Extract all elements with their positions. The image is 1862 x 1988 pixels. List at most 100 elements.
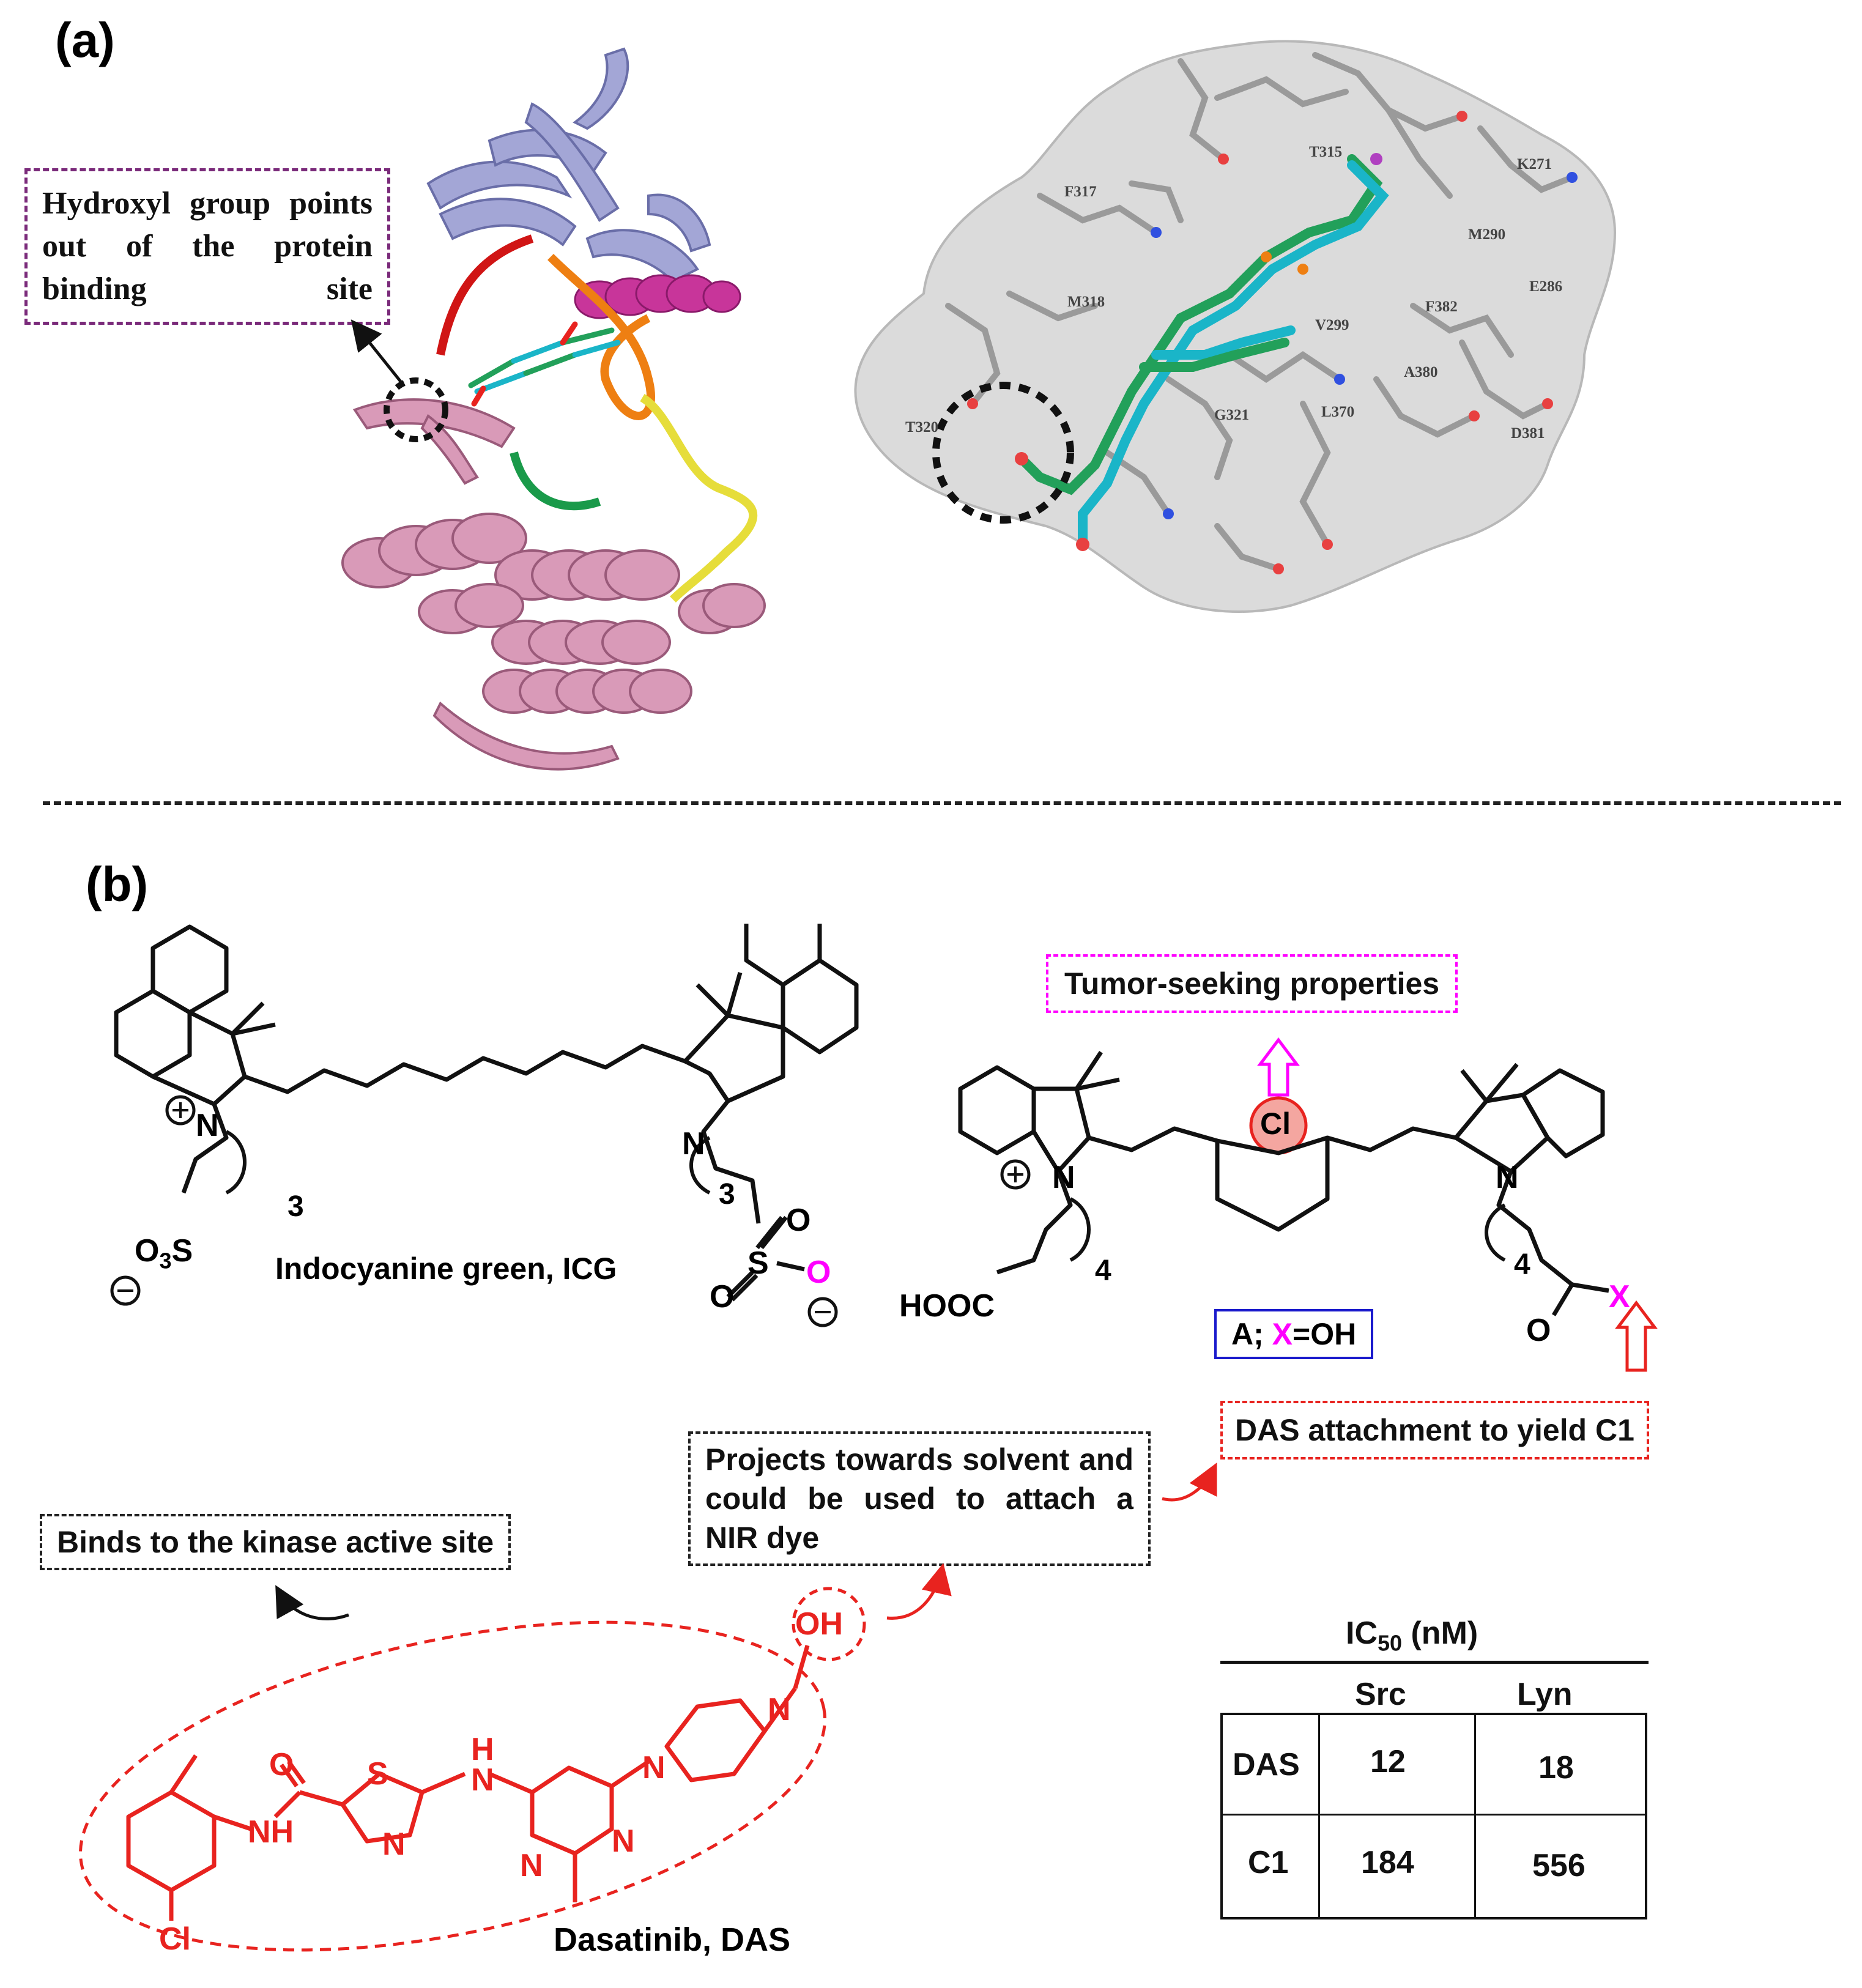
tumor-seeking-box: Tumor-seeking properties [1046, 954, 1458, 1013]
projects-solvent-label: Projects towards solvent and could be us… [705, 1442, 1133, 1555]
das-attachment-box: DAS attachment to yield C1 [1220, 1401, 1649, 1459]
icg-o-top: O [786, 1203, 811, 1238]
residue-label-d381: D381 [1511, 425, 1545, 442]
icg-chain-left: 3 [287, 1190, 304, 1223]
residue-label-v299: V299 [1315, 317, 1349, 333]
binds-kinase-box: Binds to the kinase active site [40, 1514, 511, 1570]
residue-label-l370: L370 [1321, 404, 1355, 420]
icg-o-minus: O [806, 1255, 831, 1290]
das-atom-n-pip2: N [768, 1692, 791, 1727]
ic50-title-rule [1220, 1661, 1649, 1664]
residue-label-t315: T315 [1309, 144, 1343, 160]
icg-chain-right: 3 [719, 1178, 735, 1211]
icg-name: Indocyanine green, ICG [275, 1252, 617, 1286]
panel-divider [43, 801, 1841, 805]
dye-a-x: X [1272, 1317, 1293, 1351]
icg-structure [110, 924, 859, 1327]
binds-kinase-label: Binds to the kinase active site [57, 1525, 494, 1559]
tumor-seeking-label: Tumor-seeking properties [1064, 966, 1440, 1001]
dasatinib-structure [78, 1587, 866, 1952]
ic50-row-c1-src: 184 [1361, 1845, 1414, 1880]
ic50-col-lyn: Lyn [1517, 1677, 1573, 1712]
callout-arrow [351, 319, 405, 387]
cyanine-dye-structure [958, 1037, 1658, 1372]
das-atom-n-pyr2: N [612, 1823, 635, 1859]
ligand-sticks [468, 321, 621, 407]
hinge-loop-red [436, 234, 534, 356]
residue-label-t320: T320 [905, 419, 939, 436]
binding-site-surface [854, 40, 1617, 613]
ic50-row-c1-lyn: 556 [1532, 1848, 1586, 1883]
icg-n-plus: N [196, 1108, 219, 1143]
hydroxyl-callout-text: Hydroxyl group points out of the protein… [42, 186, 373, 306]
ic50-title-main: IC [1346, 1615, 1378, 1651]
ic50-row-c1-name: C1 [1248, 1845, 1289, 1880]
das-atom-cl: Cl [159, 1921, 191, 1957]
das-oh: OH [795, 1606, 843, 1642]
binding-hydroxyl-circle [932, 382, 1074, 524]
residue-label-f317: F317 [1064, 184, 1097, 200]
das-name: Dasatinib, DAS [554, 1921, 791, 1958]
residue-label-e286: E286 [1529, 278, 1563, 295]
dye-chain-left: 4 [1095, 1255, 1111, 1287]
red-curved-arrow-oh [886, 1563, 952, 1620]
n-lobe-beta-sheets [426, 47, 711, 283]
icg-n-right: N [682, 1126, 705, 1162]
das-atom-n-pyr1: N [520, 1848, 543, 1883]
alpha-c-helix [574, 274, 741, 319]
icg-o-left: O [710, 1279, 735, 1315]
residue-label-g321: G321 [1214, 407, 1249, 423]
das-atom-s: S [367, 1756, 388, 1792]
ic50-row-das-name: DAS [1233, 1747, 1300, 1782]
ic50-title: IC50 (nM) [1346, 1615, 1478, 1656]
dye-a-label-box: A; X=OH [1214, 1309, 1374, 1359]
protein-ribbon-structure [341, 47, 766, 771]
dye-a-prefix: A; [1231, 1317, 1272, 1351]
hydroxyl-callout: Hydroxyl group points out of the protein… [24, 168, 390, 325]
ic50-hline [1220, 1814, 1645, 1816]
dye-x: X [1609, 1279, 1630, 1315]
ic50-table-box [1220, 1713, 1647, 1919]
das-attachment-label: DAS attachment to yield C1 [1235, 1413, 1634, 1447]
icg-o3s-sub: 3 [159, 1248, 172, 1274]
dye-chain-right: 4 [1514, 1248, 1530, 1281]
icg-s-right: S [747, 1245, 769, 1281]
dye-o: O [1526, 1313, 1551, 1348]
ic50-row-das-lyn: 18 [1538, 1750, 1574, 1786]
das-atom-nh: NH [248, 1814, 294, 1850]
hydroxyl-highlight-circle [384, 377, 448, 442]
das-atom-n-pip1: N [642, 1750, 666, 1786]
ic50-title-unit: (nM) [1402, 1615, 1478, 1651]
projects-solvent-box: Projects towards solvent and could be us… [688, 1431, 1151, 1566]
icg-o3s-s: S [171, 1233, 193, 1269]
activation-loop-yellow [640, 394, 758, 603]
icg-sulfonate-left: O3S [135, 1233, 193, 1274]
black-curved-arrow [275, 1585, 349, 1620]
residue-label-a380: A380 [1404, 364, 1438, 380]
dye-cl: Cl [1260, 1107, 1291, 1141]
residue-label-k271: K271 [1517, 156, 1552, 172]
residue-sticks [945, 52, 1575, 572]
panel-b-label: (b) [86, 857, 149, 911]
red-curved-arrow-right [1162, 1463, 1217, 1502]
ic50-title-sub: 50 [1378, 1630, 1403, 1656]
dye-n-right: N [1496, 1160, 1519, 1195]
catalytic-loop-green [510, 451, 601, 511]
dye-a-suffix: =OH [1293, 1317, 1357, 1351]
panel-a-label: (a) [55, 13, 115, 67]
p-loop-orange [547, 254, 655, 420]
das-atom-n-thiazole: N [382, 1827, 406, 1862]
das-atom-n-link: N [471, 1762, 494, 1798]
c-lobe-helices [341, 398, 766, 771]
das-atom-o: O [269, 1747, 294, 1782]
residue-label-m290: M290 [1468, 226, 1506, 243]
ic50-row-das-src: 12 [1370, 1744, 1406, 1779]
icg-o3s-o: O [135, 1233, 160, 1269]
residue-atoms [967, 111, 1578, 574]
das-atom-h-link: H [471, 1732, 494, 1767]
residue-label-m318: M318 [1067, 294, 1105, 310]
dasatinib-ligand-sticks [1017, 154, 1389, 549]
residue-label-f382: F382 [1425, 299, 1458, 315]
dye-hooc: HOOC [899, 1288, 995, 1324]
ic50-col-src: Src [1355, 1677, 1406, 1712]
